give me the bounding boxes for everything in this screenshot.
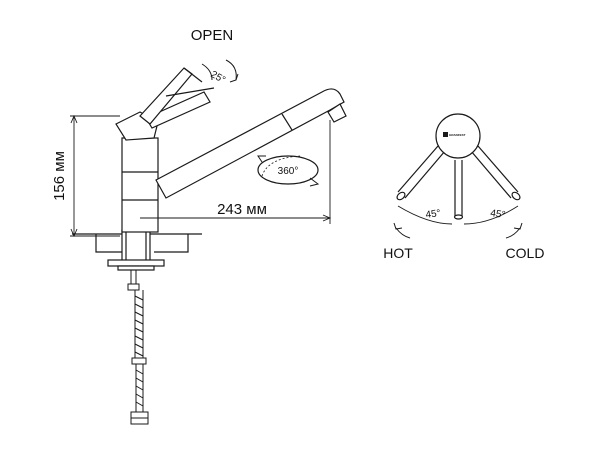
sink-deck [72, 233, 202, 253]
lever-handle-open [139, 67, 215, 125]
brand-logo-icon [443, 132, 448, 137]
faucet-body [121, 137, 159, 233]
open-angle-arc [201, 59, 239, 83]
reach-dimension [140, 120, 332, 224]
center-lever [453, 160, 464, 220]
top-view-body [435, 113, 481, 159]
rotation-label: 360° [278, 166, 299, 177]
hot-lever [396, 145, 446, 201]
height-dimension [70, 114, 120, 238]
open-angle-label: 25° [209, 69, 228, 86]
rotate-360-icon [257, 155, 320, 187]
hot-angle-label: 45° [425, 208, 442, 221]
hot-arrow [393, 222, 411, 239]
hot-label: HOT [383, 245, 413, 261]
cold-label: COLD [506, 245, 545, 261]
height-label: 156 мм [51, 151, 68, 201]
faucet-top-view [393, 113, 523, 239]
brand-label: GRANFEST [449, 133, 466, 137]
cold-lever [470, 145, 521, 201]
supply-hoses [127, 270, 149, 425]
cold-angle-label: 45° [490, 208, 507, 221]
faucet-side-view [70, 59, 347, 425]
angle-arcs [397, 205, 519, 225]
reach-label: 243 мм [217, 201, 267, 218]
cold-arrow [505, 222, 523, 239]
open-label: OPEN [191, 27, 234, 44]
spout [155, 88, 347, 199]
